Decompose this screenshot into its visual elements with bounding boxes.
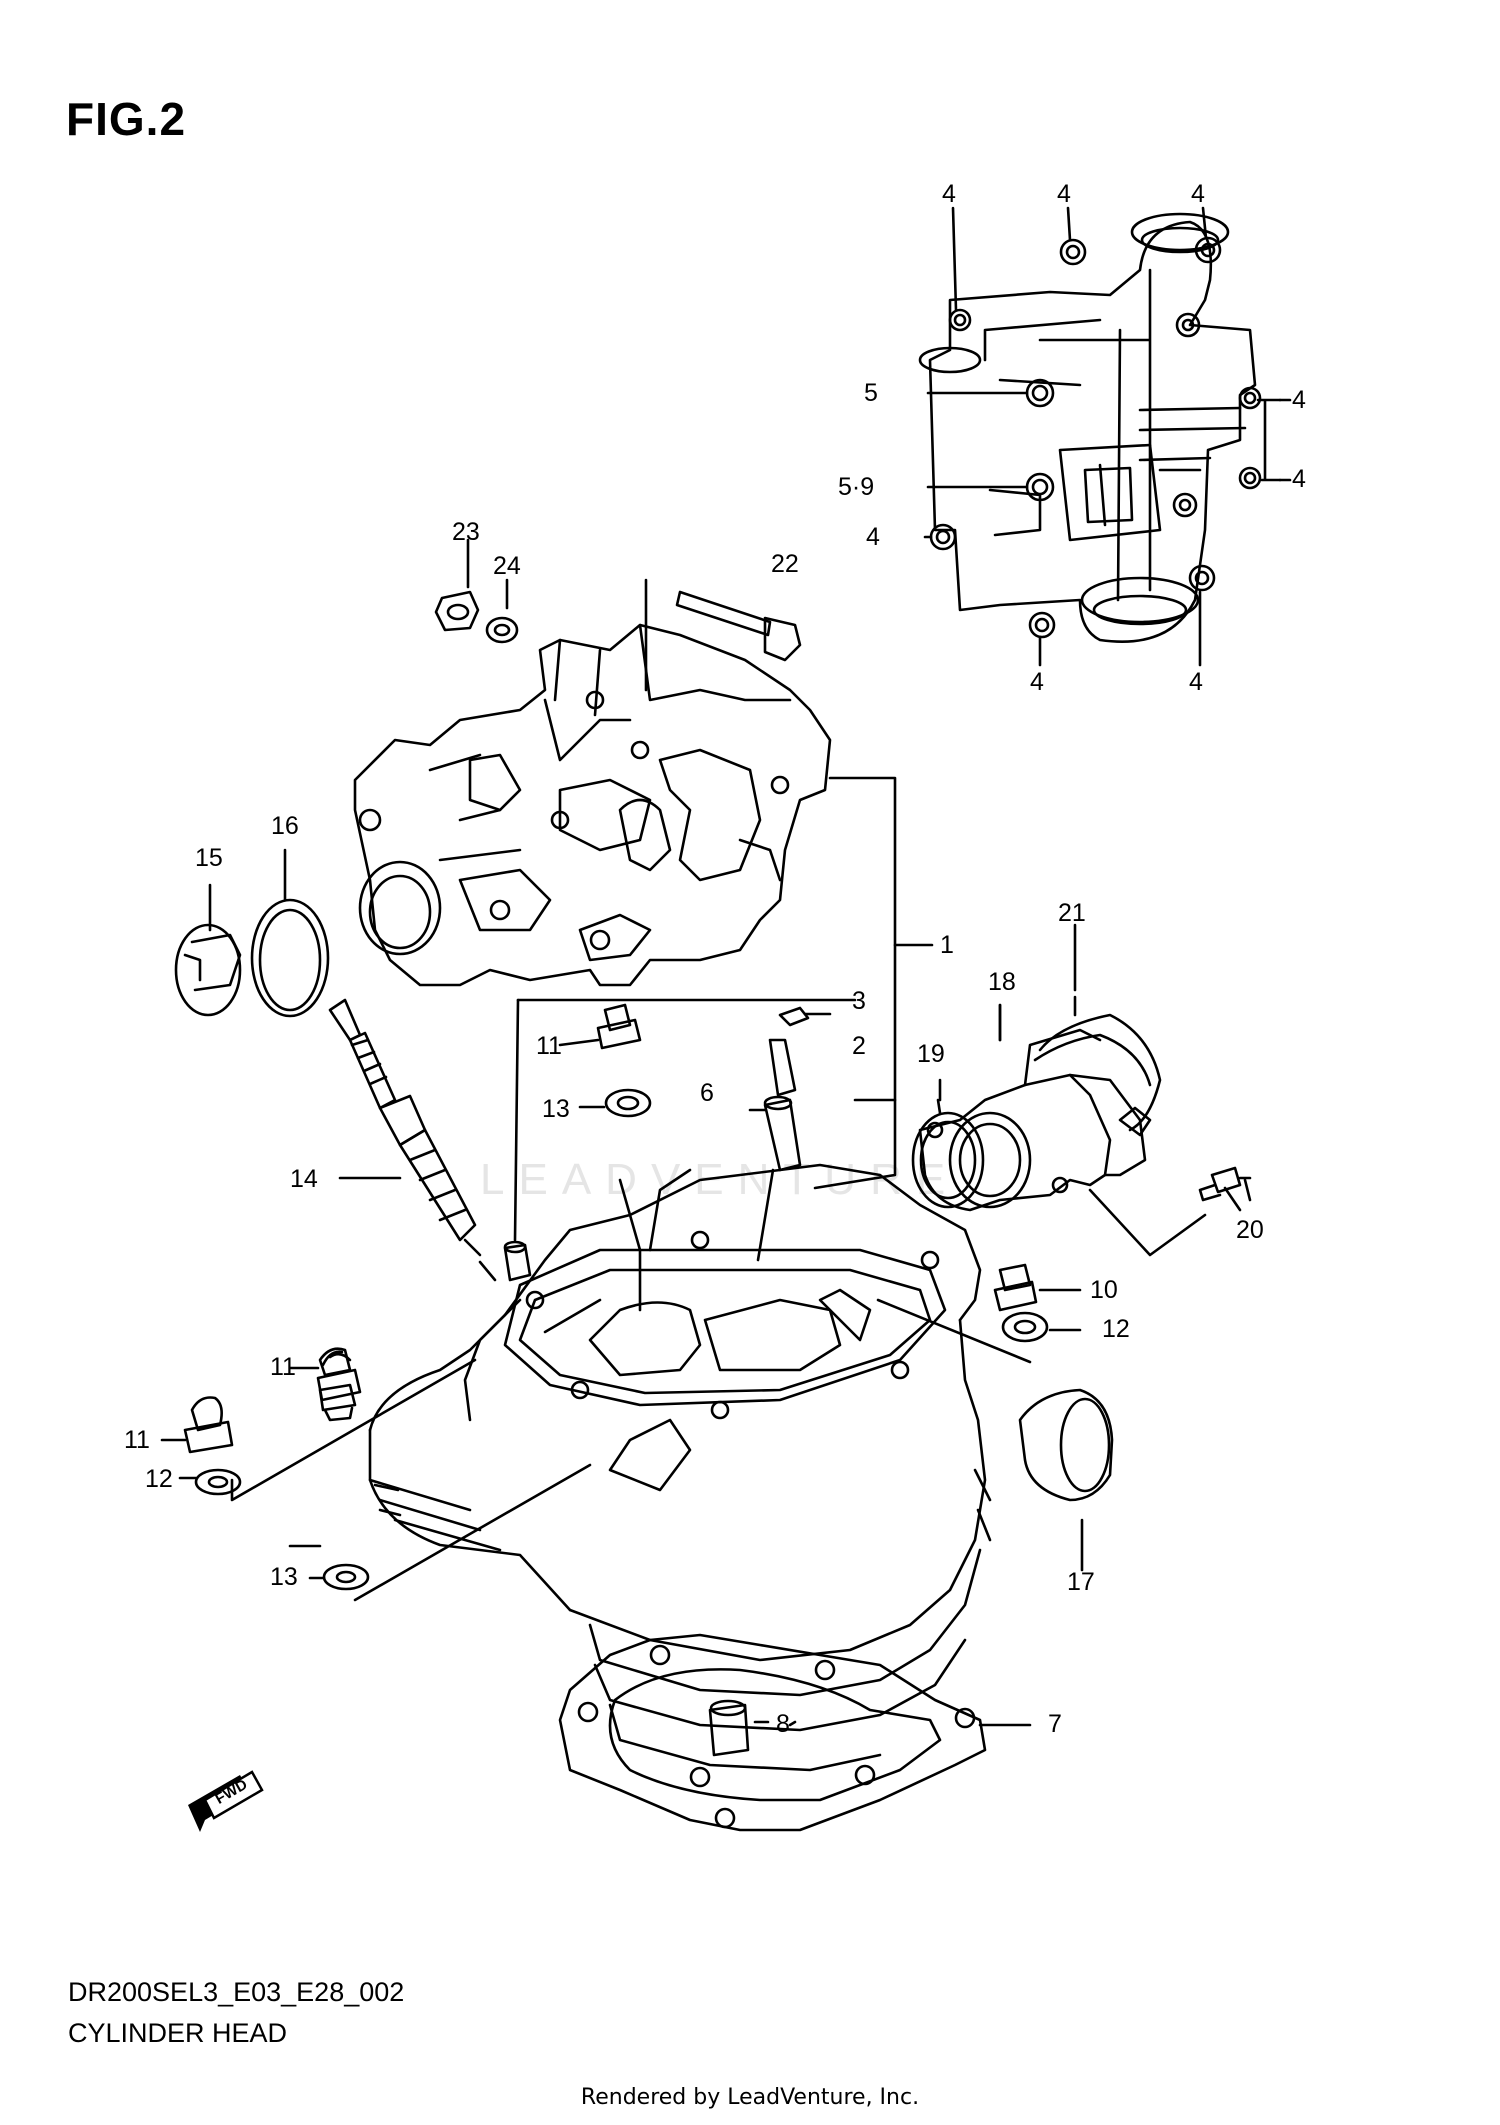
callout-4-h: 4: [1189, 668, 1203, 696]
gasket-7: [558, 1633, 1032, 1832]
callout-11-a: 11: [536, 1032, 562, 1060]
cap-nut-11-lower: [288, 1347, 362, 1402]
callout-7: 7: [1048, 1710, 1062, 1738]
washer-12-left: [178, 1468, 242, 1496]
callout-4-a: 4: [942, 180, 956, 208]
dowel-3: [503, 998, 857, 1282]
callout-17: 17: [1067, 1568, 1095, 1596]
callout-5-9: 5·9: [838, 473, 874, 501]
cap-nut-11-upper: [558, 1003, 642, 1050]
callout-10: 10: [1090, 1276, 1118, 1304]
valve-guide-6: [748, 1038, 802, 1262]
bolt-20: [1198, 1166, 1252, 1212]
callout-1: 1: [940, 931, 954, 959]
callout-11-c: 11: [270, 1353, 296, 1381]
head-cover-top-view: [918, 206, 1292, 667]
cap-nut-11-bottom: [288, 1350, 357, 1548]
callout-11-b: 11: [124, 1426, 150, 1454]
callout-numbers: 23 24 22 4 4 4 4 4 5 5·9 4 4 4 16 15 1 2…: [124, 180, 1306, 1738]
nut-23: [434, 590, 480, 632]
callout-8: 8: [776, 1710, 790, 1738]
clip-2: [778, 1006, 832, 1027]
diagram-name: CYLINDER HEAD: [68, 2018, 288, 2048]
callout-4-g: 4: [1030, 668, 1044, 696]
washer-13-lower: [308, 1563, 370, 1591]
figure-title: FIG.2: [66, 93, 187, 145]
callout-15: 15: [195, 844, 223, 872]
callout-4-b: 4: [1057, 180, 1071, 208]
callout-23: 23: [452, 518, 480, 546]
callout-5: 5: [864, 379, 878, 407]
callout-22: 22: [771, 550, 799, 578]
callout-19: 19: [917, 1040, 945, 1068]
footer-credit: Rendered by LeadVenture, Inc.: [580, 2085, 920, 2110]
intake-pipe-18: [918, 1028, 1147, 1212]
callout-3: 3: [852, 987, 866, 1015]
callout-4-f: 4: [866, 523, 880, 551]
callout-14: 14: [290, 1165, 318, 1193]
washer-13-upper: [578, 1088, 652, 1118]
cylinder-head-cover: [353, 623, 832, 987]
callout-16: 16: [271, 812, 299, 840]
callout-13-a: 13: [542, 1095, 570, 1123]
callout-4-e: 4: [1292, 465, 1306, 493]
o-ring-16: [250, 898, 330, 1018]
cap-15: [174, 923, 242, 1017]
washer-24: [485, 616, 519, 644]
clamp-21: [1033, 995, 1162, 1137]
bracket-leader-1: [813, 776, 897, 1190]
cap-nut-11-left: [160, 1396, 234, 1454]
callout-4-c: 4: [1191, 180, 1205, 208]
spark-plug-14: [328, 998, 497, 1282]
o-ring-19: [911, 1098, 985, 1209]
bolt-22: [644, 578, 802, 692]
callout-12-b: 12: [145, 1465, 173, 1493]
callout-12-a: 12: [1102, 1315, 1130, 1343]
dowel-8: [708, 1699, 770, 1757]
cap-17: [1018, 1388, 1114, 1572]
callout-13-b: 13: [270, 1563, 298, 1591]
callout-4-d: 4: [1292, 386, 1306, 414]
cylinder-head-body: [368, 1163, 992, 1772]
fwd-arrow-icon: FWD: [188, 1770, 264, 1832]
callout-20: 20: [1236, 1216, 1264, 1244]
callout-24: 24: [493, 552, 521, 580]
callout-18: 18: [988, 968, 1016, 996]
callout-21: 21: [1058, 899, 1086, 927]
cap-nut-10: [993, 1263, 1082, 1312]
washer-12-right: [1001, 1311, 1082, 1343]
callout-2: 2: [852, 1032, 866, 1060]
callout-6: 6: [700, 1079, 714, 1107]
model-code: DR200SEL3_E03_E28_002: [68, 1977, 405, 2007]
